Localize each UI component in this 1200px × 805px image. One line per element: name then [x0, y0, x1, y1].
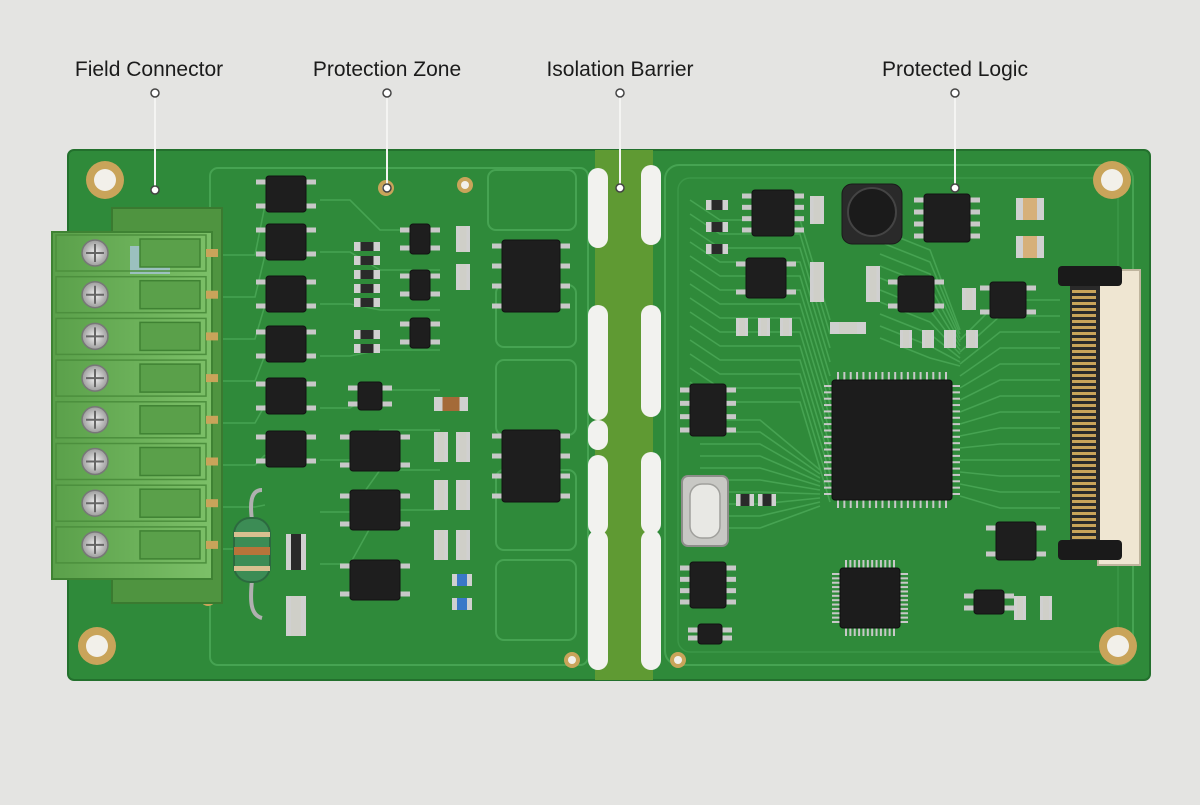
- chip-icon: [256, 377, 316, 415]
- chip-icon: [914, 193, 980, 243]
- callout-leaders: [150, 88, 960, 195]
- resistor-icon: [962, 288, 976, 310]
- resistor-icon: [810, 262, 824, 302]
- crystal-icon: [681, 475, 729, 547]
- resistor-icon: [233, 488, 271, 620]
- callout-leader-protected-logic: [950, 88, 960, 193]
- resistor-icon: [354, 284, 380, 293]
- screw-terminal-icon: [55, 484, 218, 522]
- mounting-hole-icon: [457, 177, 473, 193]
- screw-terminal-icon: [55, 401, 218, 439]
- screw-terminal-icon: [55, 234, 218, 272]
- resistor-icon: [830, 322, 866, 334]
- resistor-icon: [900, 330, 912, 348]
- resistor-icon: [866, 266, 880, 302]
- chip-icon: [492, 429, 570, 503]
- callout-leader-protection-zone: [382, 88, 392, 193]
- chip-icon: [256, 223, 316, 261]
- resistor-icon: [354, 270, 380, 279]
- resistor-icon: [706, 244, 728, 254]
- resistor-icon: [452, 598, 472, 610]
- mounting-hole-icon: [1099, 627, 1137, 665]
- chip-icon: [400, 223, 440, 255]
- callout-label-isolation-barrier: Isolation Barrier: [546, 58, 694, 81]
- resistor-icon: [1016, 198, 1044, 220]
- screw-terminal-icon: [55, 275, 218, 314]
- resistor-icon: [966, 330, 978, 348]
- screw-terminal-icon: [55, 442, 218, 481]
- chip-icon: [824, 372, 960, 508]
- chip-icon: [964, 589, 1014, 615]
- screw-terminal-icon: [55, 317, 218, 356]
- resistor-icon: [922, 330, 934, 348]
- screw-terminal-icon: [55, 526, 218, 564]
- resistor-icon: [736, 494, 754, 506]
- resistor-icon: [434, 432, 448, 462]
- mounting-hole-icon: [86, 161, 124, 199]
- resistor-icon: [758, 494, 776, 506]
- screw-terminal-icon: [55, 359, 218, 397]
- chip-icon: [340, 430, 410, 472]
- callout-label-field-connector: Field Connector: [74, 58, 224, 81]
- resistor-icon: [354, 298, 380, 307]
- chip-icon: [888, 275, 944, 313]
- resistor-icon: [456, 264, 470, 290]
- callout-leader-field-connector: [150, 88, 160, 195]
- resistor-icon: [452, 574, 472, 586]
- chip-icon: [340, 559, 410, 601]
- chip-icon: [688, 623, 732, 645]
- chip-icon: [680, 561, 736, 609]
- chip-icon: [400, 317, 440, 349]
- chip-icon: [400, 269, 440, 301]
- chip-icon: [256, 325, 316, 363]
- resistor-icon: [354, 330, 380, 339]
- resistor-icon: [706, 222, 728, 232]
- chip-icon: [256, 175, 316, 213]
- resistor-icon: [780, 318, 792, 336]
- chip-icon: [980, 281, 1036, 319]
- resistor-icon: [354, 256, 380, 265]
- resistor-icon: [456, 480, 470, 510]
- resistor-icon: [1040, 596, 1052, 620]
- chip-icon: [348, 381, 392, 411]
- resistor-icon: [706, 200, 728, 210]
- chip-icon: [986, 521, 1046, 561]
- chip-icon: [680, 383, 736, 437]
- resistor-icon: [1014, 596, 1026, 620]
- resistor-icon: [354, 344, 380, 353]
- resistor-icon: [810, 196, 824, 224]
- resistor-icon: [944, 330, 956, 348]
- resistor-icon: [286, 596, 306, 636]
- chip-icon: [256, 430, 316, 468]
- resistor-icon: [354, 242, 380, 251]
- resistor-icon: [456, 530, 470, 560]
- resistor-icon: [1016, 236, 1044, 258]
- mounting-hole-icon: [78, 627, 116, 665]
- mounting-hole-icon: [670, 652, 686, 668]
- isolation-slots: [588, 165, 661, 670]
- chip-icon: [832, 560, 908, 636]
- resistor-icon: [758, 318, 770, 336]
- chip-icon: [736, 257, 796, 299]
- mounting-hole-icon: [564, 652, 580, 668]
- resistor-icon: [736, 318, 748, 336]
- resistor-icon: [456, 226, 470, 252]
- mounting-hole-icon: [1093, 161, 1131, 199]
- chip-icon: [492, 239, 570, 313]
- resistor-icon: [286, 534, 306, 570]
- resistor-icon: [434, 530, 448, 560]
- chip-icon: [256, 275, 316, 313]
- callout-leader-isolation-barrier: [615, 88, 625, 193]
- callout-label-protected-logic: Protected Logic: [882, 58, 1028, 81]
- callout-label-protection-zone: Protection Zone: [312, 58, 462, 81]
- resistor-icon: [434, 480, 448, 510]
- resistor-icon: [456, 432, 470, 462]
- ribbon-connector-icon: [1058, 266, 1141, 566]
- field-connector-terminal-block: [51, 207, 223, 604]
- chip-icon: [340, 489, 410, 531]
- resistor-icon: [434, 397, 468, 411]
- chip-icon: [742, 189, 804, 237]
